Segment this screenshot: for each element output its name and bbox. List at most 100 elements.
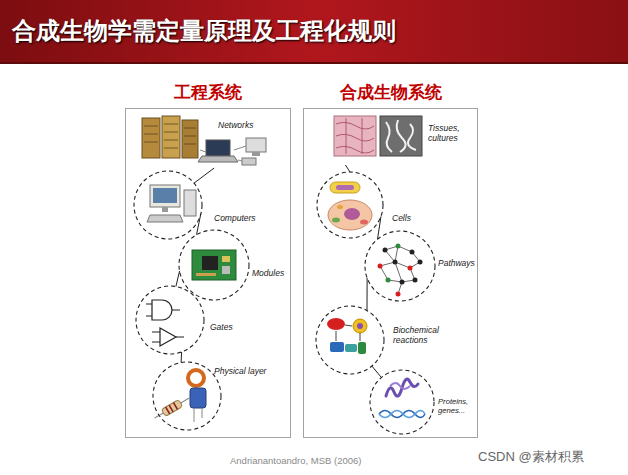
dashed-circle xyxy=(369,369,435,435)
computer-icon xyxy=(147,185,196,222)
level-circle: Gates xyxy=(135,285,205,355)
resistor-body xyxy=(161,400,182,417)
dna-strand xyxy=(379,411,425,418)
pathway-dot xyxy=(400,280,405,285)
zoom-connector xyxy=(181,352,183,363)
molecule-core xyxy=(357,323,363,329)
level-label: Tissues, cultures xyxy=(428,124,470,144)
eukaryotic-cell xyxy=(328,200,372,230)
zoom-connector xyxy=(345,165,350,172)
panel-heading: 工程系统 xyxy=(174,81,242,104)
level-group: Tissues, cultures xyxy=(330,112,474,165)
logic-gates xyxy=(146,300,184,346)
dashed-circle xyxy=(316,306,384,374)
server-rack xyxy=(142,118,160,158)
monitor-stand xyxy=(162,207,168,212)
monitor-stand xyxy=(252,152,260,156)
pathway-dot xyxy=(418,260,423,265)
bacterium-core xyxy=(336,185,354,190)
dashed-circle xyxy=(365,231,435,301)
zoom-connector xyxy=(176,271,180,286)
tissue-photo xyxy=(334,116,376,156)
dashed-circle xyxy=(370,370,434,434)
server-rack xyxy=(162,116,180,158)
gate-wire xyxy=(146,304,180,316)
dashed-circle xyxy=(152,361,222,431)
organelle xyxy=(332,218,340,223)
panel-heading: 合成生物系统 xyxy=(340,81,442,104)
pathway-dot xyxy=(396,292,401,297)
pc-tower xyxy=(184,190,196,216)
protein-ribbon xyxy=(390,383,410,389)
level-label: Computers xyxy=(214,214,256,224)
pathway-dot xyxy=(413,278,418,283)
zoom-connector xyxy=(197,214,201,235)
monitor xyxy=(246,138,266,152)
circuit-board xyxy=(192,250,236,280)
keyboard xyxy=(147,215,183,222)
molecule xyxy=(353,319,367,333)
watermark: CSDN @素材积累 xyxy=(478,448,584,466)
level-circle: Proteins, genes... xyxy=(369,369,435,435)
printer xyxy=(242,158,256,165)
pathway-dot xyxy=(378,264,383,269)
level-label: Biochemical reactions xyxy=(393,326,445,346)
pathway-dot xyxy=(408,266,413,271)
dashed-circle xyxy=(135,285,205,355)
and-gate xyxy=(152,300,172,320)
pathway-dot xyxy=(410,250,415,255)
level-label: Physical layer xyxy=(214,367,266,377)
dashed-circle xyxy=(134,171,202,239)
server-racks xyxy=(142,116,198,158)
title-band xyxy=(0,0,628,62)
amplifier-symbol xyxy=(160,328,176,346)
dashed-circle xyxy=(364,230,436,302)
level-label: Cells xyxy=(392,214,411,224)
dashed-circle xyxy=(153,362,221,430)
resistor-symbol xyxy=(153,395,192,422)
pathway-dot xyxy=(386,278,391,283)
organelle xyxy=(360,220,368,225)
monitor xyxy=(150,185,180,207)
level-circle: Computers xyxy=(133,170,203,240)
level-circle: Physical layer xyxy=(152,361,222,431)
dashed-circle xyxy=(317,172,383,238)
pathway-dot xyxy=(383,248,388,253)
pathway-dot xyxy=(393,260,398,265)
capacitor-symbol xyxy=(190,388,206,408)
chip xyxy=(202,256,218,270)
reaction-link xyxy=(336,331,360,341)
level-label: Proteins, genes... xyxy=(438,398,476,416)
dashed-circle xyxy=(133,170,203,240)
slide-title: 合成生物学需定量原理及工程化规则 xyxy=(12,15,396,47)
protein-ribbon xyxy=(386,379,418,396)
protein-complex xyxy=(358,342,366,354)
level-label: Gates xyxy=(210,323,233,333)
pathway-dot xyxy=(396,244,401,249)
level-label: Modules xyxy=(252,269,284,279)
dna-strand xyxy=(379,411,425,418)
screen xyxy=(153,188,177,203)
dashed-circle xyxy=(316,171,384,239)
pathway-network xyxy=(378,244,423,297)
resistor-bands xyxy=(166,403,178,414)
zoom-connector xyxy=(367,278,368,311)
dashed-circle xyxy=(179,230,249,300)
gate-wire xyxy=(152,332,184,342)
laptop-base xyxy=(198,156,238,162)
board xyxy=(192,250,236,280)
connector-strip xyxy=(196,273,216,276)
nucleus xyxy=(344,208,360,220)
reaction-images xyxy=(327,318,367,354)
level-circle: Modules xyxy=(178,229,250,301)
citation: Andrianantoandro, MSB (2006) xyxy=(230,455,362,466)
level-label: Networks xyxy=(218,121,253,131)
capacitor-lead xyxy=(194,408,202,422)
culture-photo xyxy=(380,116,422,156)
component xyxy=(222,266,230,274)
cell-images xyxy=(328,182,372,230)
dashed-circle xyxy=(315,305,385,375)
organelle xyxy=(337,205,343,209)
dashed-circle xyxy=(178,229,250,301)
